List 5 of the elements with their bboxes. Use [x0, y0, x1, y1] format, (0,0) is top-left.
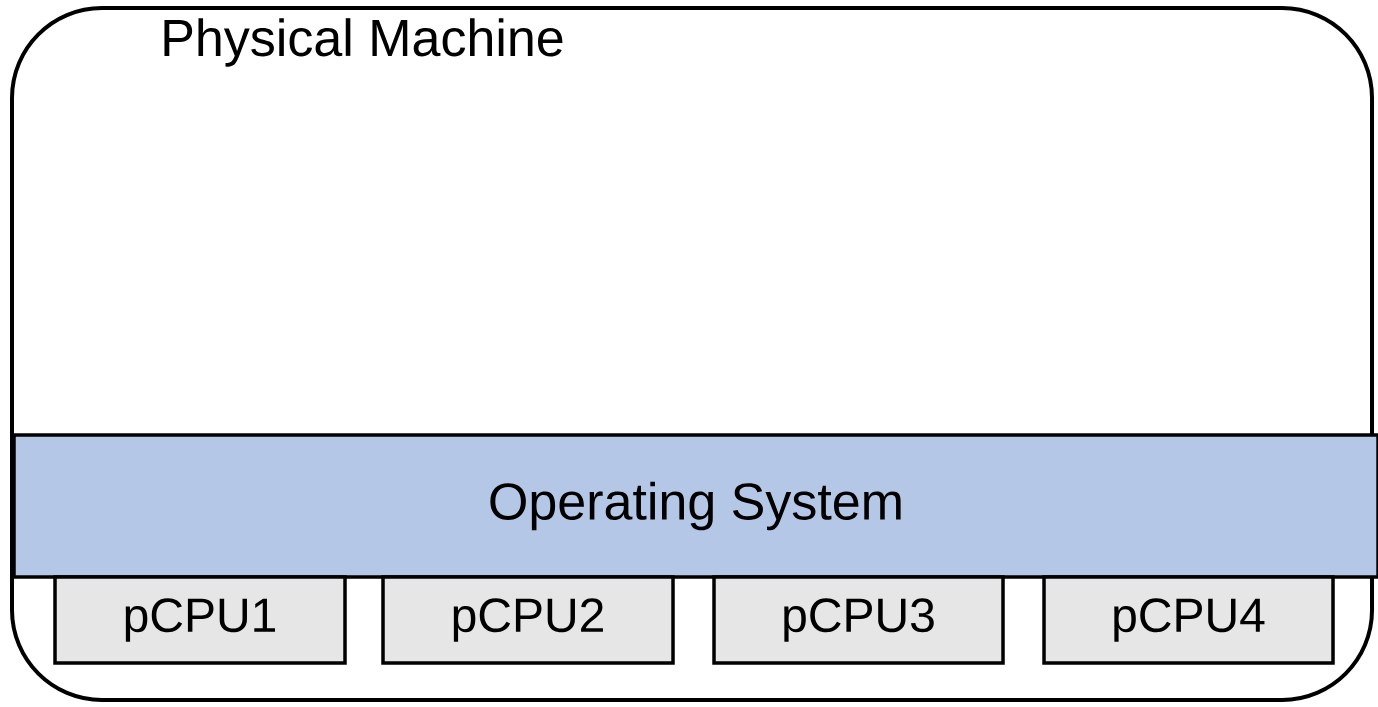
cpu-box: pCPU3	[712, 575, 1005, 665]
system-band: Operating System	[12, 433, 1378, 579]
cpu-box: pCPU1	[53, 575, 347, 665]
cpu-box: pCPU4	[1042, 575, 1335, 665]
cpu-box: pCPU2	[381, 575, 675, 665]
